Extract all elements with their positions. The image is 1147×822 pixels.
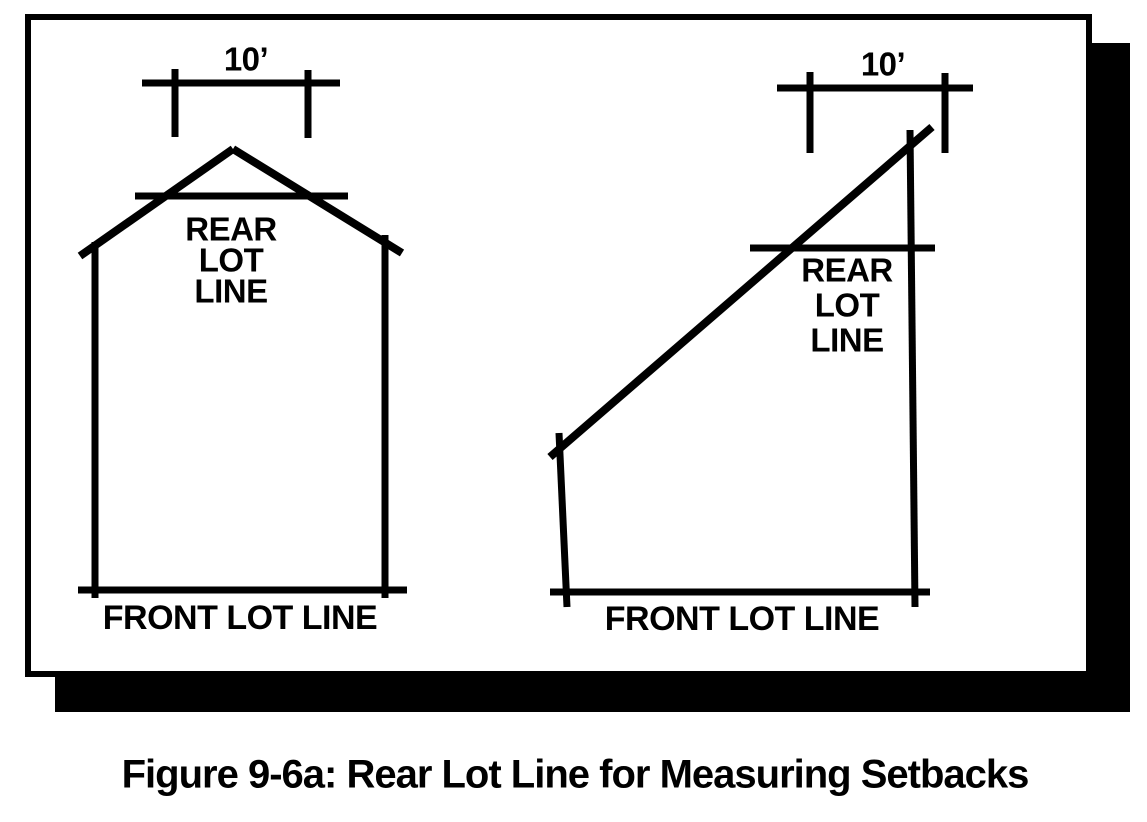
left-dimension-label: 10’ [223,40,269,78]
left-lot-rear-slope-left [77,145,236,260]
right-dimension-label: 10’ [860,45,906,83]
right-front-lot-line-label: FRONT LOT LINE [604,600,880,638]
right-lot-linework [547,72,973,608]
left-rear-lot-line-label: REAR LOT LINE [185,210,277,310]
right-lot-side-line-right [906,129,919,608]
figure-caption: Figure 9-6a: Rear Lot Line for Measuring… [121,752,1030,797]
left-lot-linework [77,69,407,598]
right-lot-diagonal-rear-line [547,123,935,461]
left-front-lot-line-label: FRONT LOT LINE [102,599,378,637]
left-lot-rear-slope-right [230,145,405,257]
right-rear-lot-line-label: REAR LOT LINE [801,251,893,359]
right-lot-side-line-left [555,432,571,608]
